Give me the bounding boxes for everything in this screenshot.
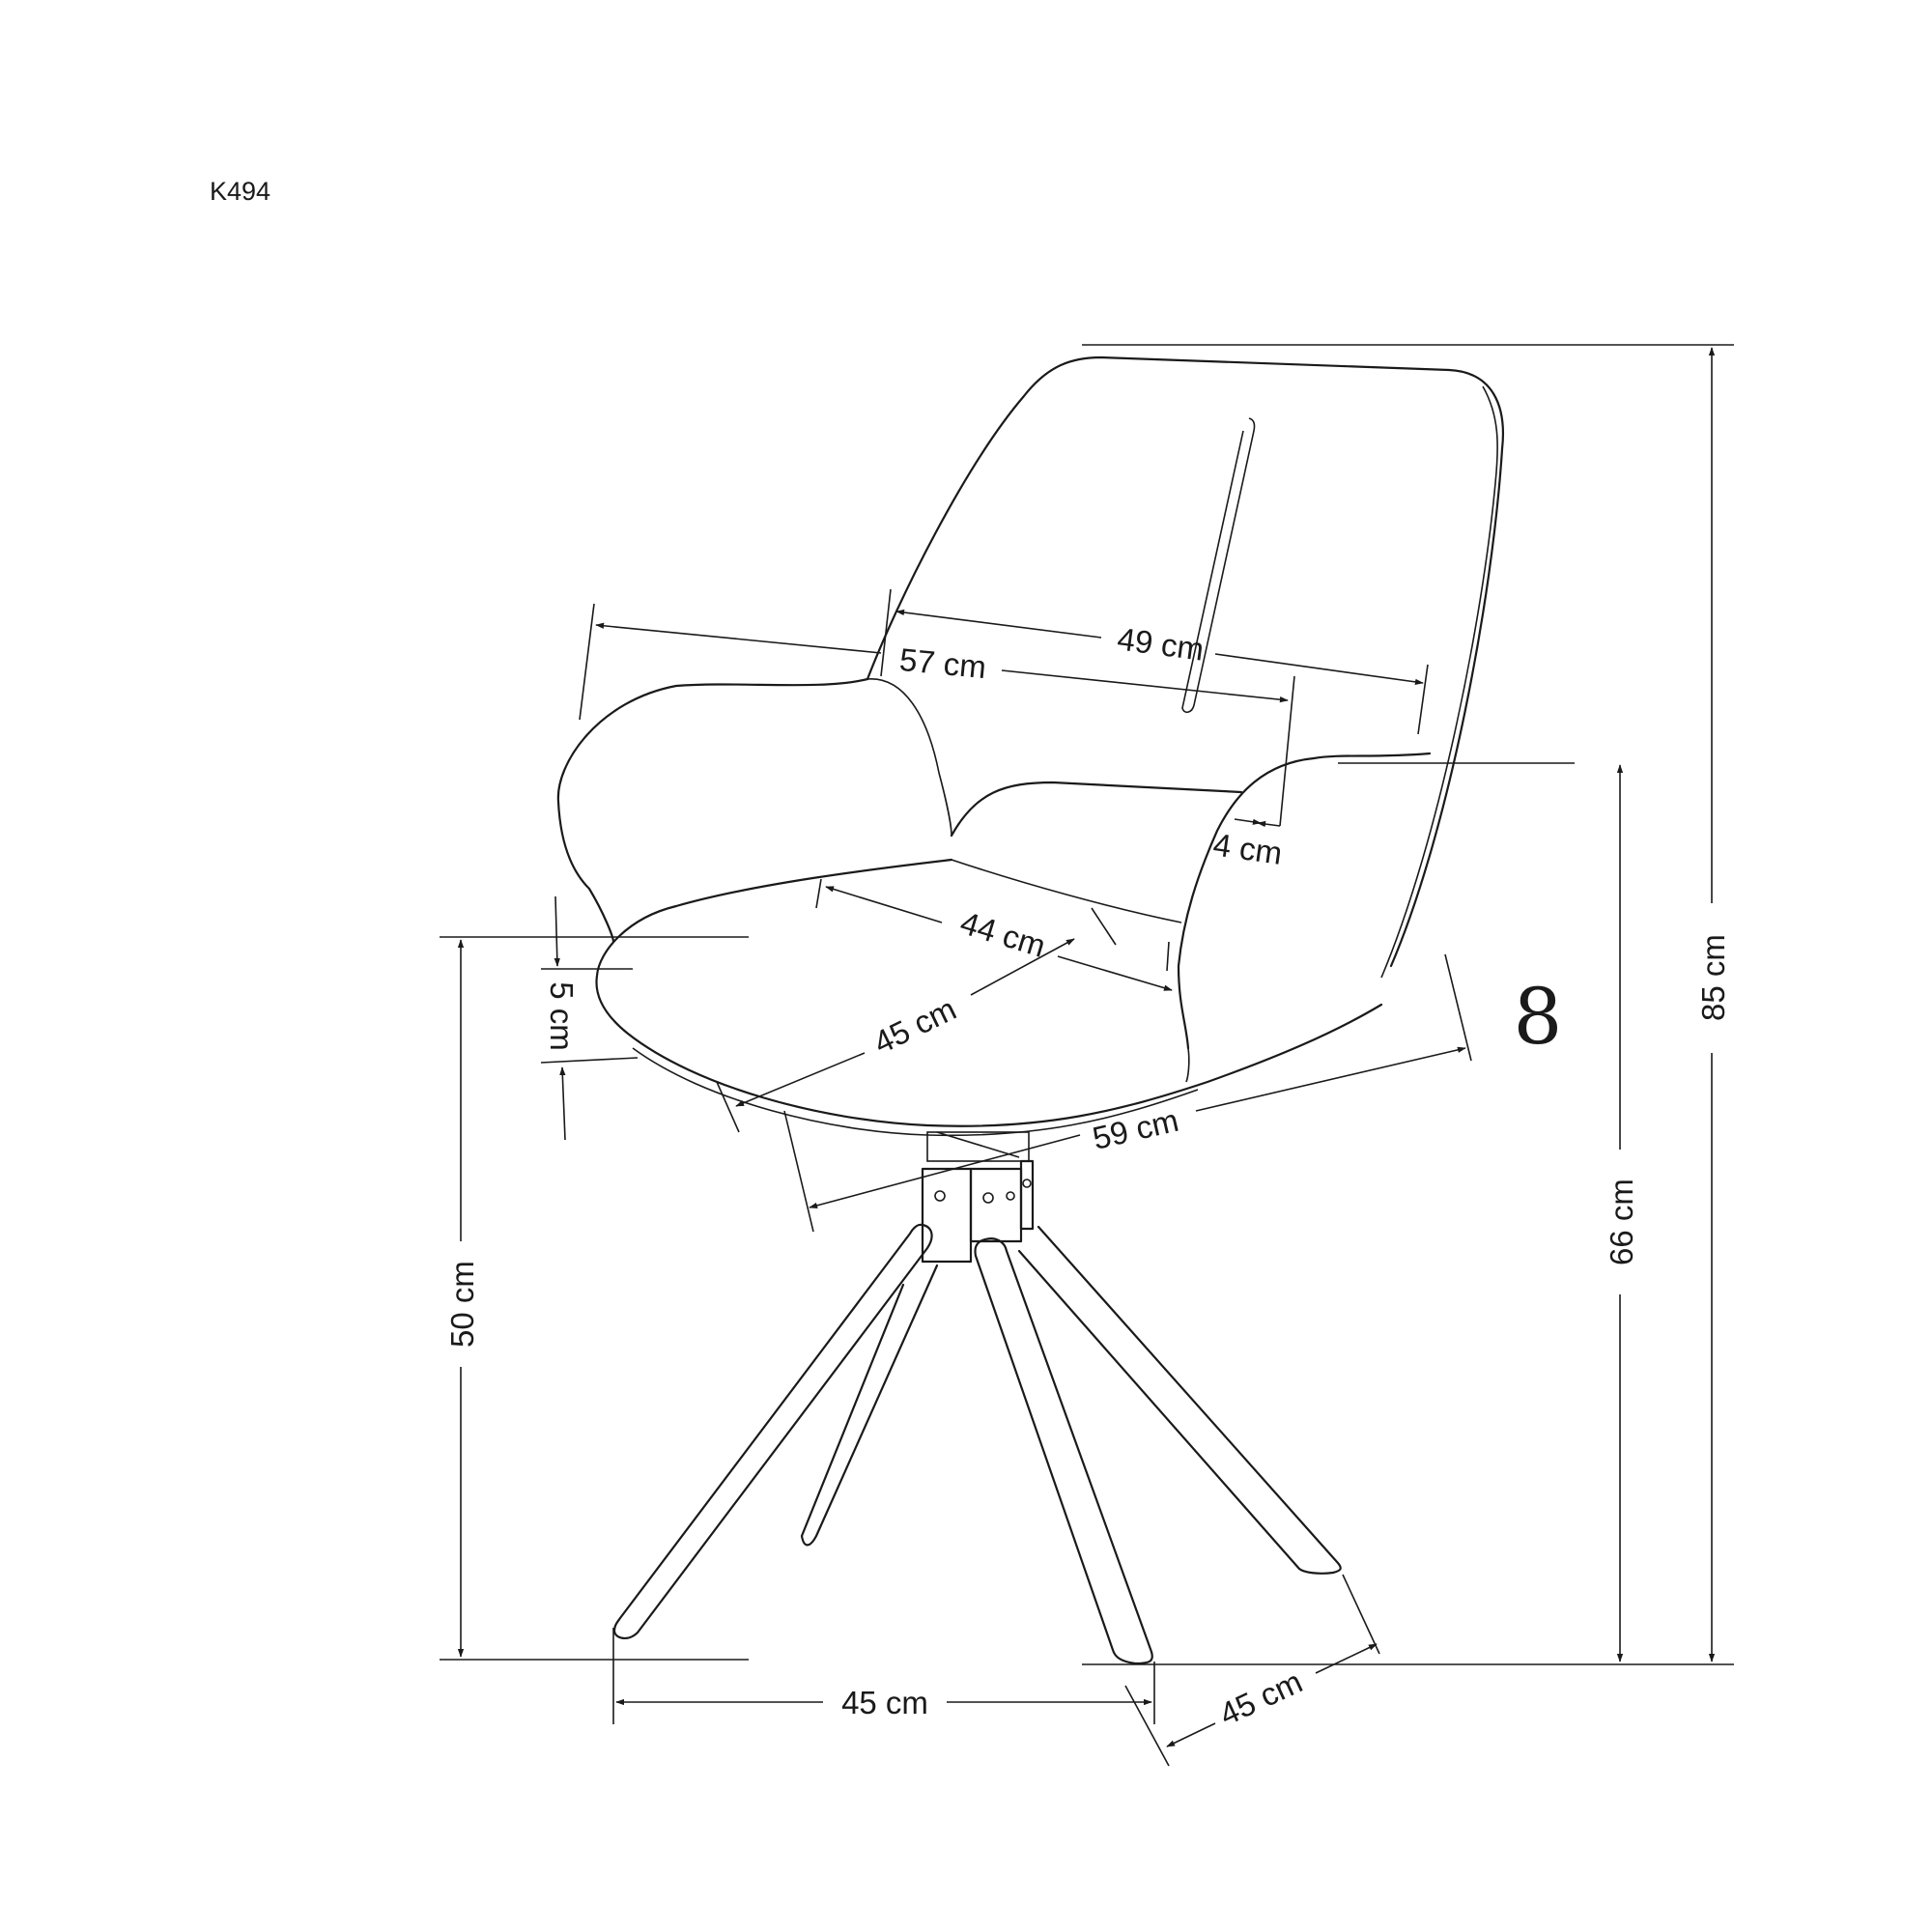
seat-back-cushion — [950, 781, 1243, 838]
dim-seat-depth-line-a — [825, 886, 943, 923]
seat-back-crease — [951, 859, 1182, 923]
swivel-block-mid — [969, 1167, 1023, 1243]
label-seat-width: 45 cm — [867, 990, 961, 1061]
rotation-symbol: 8 — [1514, 972, 1563, 1062]
label-base-depth: 45 cm — [1214, 1663, 1308, 1733]
label-seat-thickness: 5 cm — [544, 981, 580, 1051]
dimension-lines — [440, 344, 1734, 1767]
dimension-labels: 49 cm 57 cm 4 cm 44 cm 45 cm 5 cm 59 cm … — [444, 620, 1731, 1732]
dim-seat-thickness-arrow-bottom — [559, 1066, 566, 1141]
product-code: K494 — [210, 177, 270, 206]
label-overall-depth: 59 cm — [1089, 1102, 1181, 1156]
swivel-plate — [926, 1131, 1030, 1162]
swivel-plate-shade — [936, 1131, 1020, 1158]
seat-right-edge — [1185, 1047, 1190, 1083]
dim-overall-depth-line-b — [1195, 1046, 1466, 1112]
label-seat-height: 50 cm — [444, 1261, 480, 1348]
dim-seat-depth-line-b — [1057, 955, 1173, 991]
chair-illustration — [556, 355, 1575, 1665]
dim-armrest-thickness-arrow-b — [1257, 820, 1281, 828]
swivel-block-right — [1019, 1159, 1035, 1231]
left-armrest-inner — [867, 678, 952, 837]
label-armrest-width: 57 cm — [898, 641, 988, 685]
swivel-bolt-1 — [934, 1190, 946, 1202]
dim-armrest-width-line-a — [595, 622, 882, 654]
swivel-bolt-4 — [1022, 1179, 1032, 1188]
backrest-stitch — [1181, 417, 1256, 714]
label-total-height: 85 cm — [1695, 934, 1731, 1021]
dim-seat-thickness-arrow-top — [554, 895, 560, 967]
seat-top — [595, 858, 1383, 1127]
backrest-shell — [866, 355, 1504, 968]
dim-backrest-width-line-b — [1214, 653, 1424, 686]
swivel-bolt-3 — [1006, 1191, 1015, 1201]
label-backrest-width: 49 cm — [1116, 620, 1207, 667]
dim-armrest-width-line-b — [1001, 669, 1289, 703]
label-armrest-height: 66 cm — [1604, 1179, 1639, 1265]
label-armrest-thickness: 4 cm — [1211, 826, 1285, 871]
leg-front-left — [612, 1223, 933, 1639]
label-base-width: 45 cm — [841, 1685, 928, 1720]
dim-base-depth-line-b — [1315, 1643, 1378, 1674]
backrest-inner-edge — [1380, 385, 1498, 979]
dim-overall-depth-line-a — [809, 1134, 1081, 1208]
label-seat-depth: 44 cm — [956, 904, 1050, 964]
dim-base-depth-line-a — [1166, 1722, 1216, 1747]
leg-back-left — [800, 1264, 939, 1547]
dim-seat-width-line-a — [735, 1052, 866, 1107]
dim-seat-width-line-b — [970, 938, 1075, 996]
dim-armrest-thickness-arrow-a — [1234, 818, 1262, 825]
swivel-block-left — [921, 1167, 973, 1264]
left-armrest — [556, 677, 869, 944]
dim-backrest-width-line-a — [895, 609, 1102, 639]
right-armrest — [1177, 752, 1432, 1050]
leg-front-right — [974, 1237, 1153, 1665]
swivel-bolt-2 — [982, 1192, 994, 1204]
leg-back-right — [1017, 1225, 1342, 1575]
